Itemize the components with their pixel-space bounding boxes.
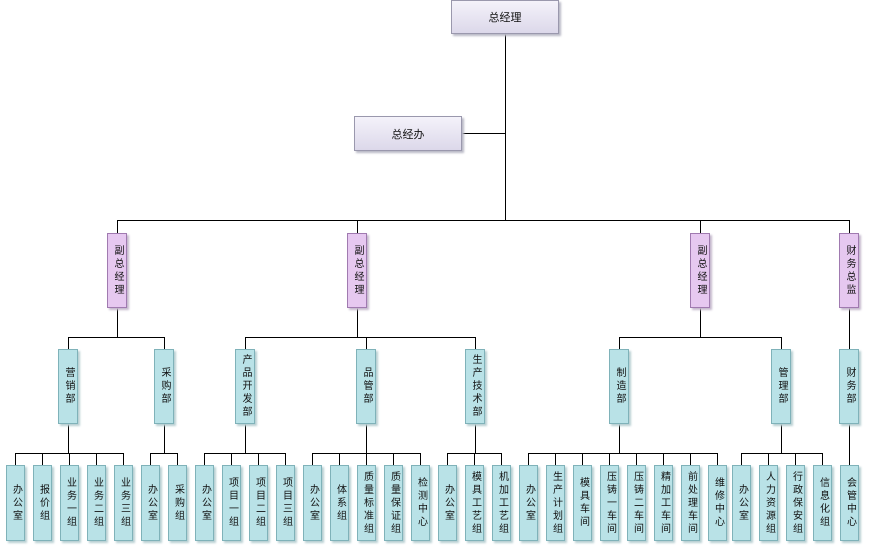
node-ceo: 总经理 (451, 0, 559, 34)
node-dev-office: 办公室 (195, 465, 214, 541)
node-vp-3: 副总经理 (690, 233, 710, 308)
node-vp-2: 副总经理 (347, 233, 367, 308)
node-mold-process-group: 模具工艺组 (465, 465, 484, 541)
node-machining-process-group: 机加工艺组 (492, 465, 511, 541)
node-quality-assurance-group: 质量保证组 (384, 465, 403, 541)
node-biz-group-1: 业务一组 (60, 465, 79, 541)
node-prod-tech-dept: 生产技术部 (465, 349, 485, 424)
node-biz-group-3: 业务三组 (114, 465, 133, 541)
node-repair-center: 维修中心 (708, 465, 727, 541)
node-casting-workshop-1: 压铸一车间 (600, 465, 619, 541)
node-finance-dept: 财务部 (839, 349, 859, 424)
node-purchase-group: 采购组 (168, 465, 187, 541)
node-it-group: 信息化组 (813, 465, 832, 541)
node-testing-center: 检测中心 (411, 465, 430, 541)
node-accounting-center: 会管中心 (840, 465, 859, 541)
node-casting-workshop-2: 压铸二车间 (627, 465, 646, 541)
node-admin-dept: 管理部 (771, 349, 791, 424)
node-qa-office: 办公室 (303, 465, 322, 541)
node-system-group: 体系组 (330, 465, 349, 541)
node-biz-group-2: 业务二组 (87, 465, 106, 541)
node-hr-group: 人力资源组 (759, 465, 778, 541)
node-admin-security-group: 行政保安组 (786, 465, 805, 541)
node-project-group-2: 项目二组 (249, 465, 268, 541)
node-mold-workshop: 模具车间 (573, 465, 592, 541)
node-cfo: 财务总监 (839, 233, 859, 308)
node-sales-dept: 营销部 (58, 349, 78, 424)
node-production-plan-group: 生产计划组 (546, 465, 565, 541)
node-project-group-1: 项目一组 (222, 465, 241, 541)
node-purchase-office: 办公室 (141, 465, 160, 541)
node-admin-office: 办公室 (732, 465, 751, 541)
node-pretreatment-workshop: 前处理车间 (681, 465, 700, 541)
node-general-office: 总经办 (354, 116, 462, 151)
node-product-dev-dept: 产品开发部 (235, 349, 255, 424)
node-project-group-3: 项目三组 (276, 465, 295, 541)
node-machining-workshop: 精加工车间 (654, 465, 673, 541)
node-tech-office: 办公室 (438, 465, 457, 541)
node-quality-std-group: 质量标准组 (357, 465, 376, 541)
node-sales-office: 办公室 (6, 465, 25, 541)
node-manufacturing-dept: 制造部 (609, 349, 629, 424)
node-mfg-office: 办公室 (519, 465, 538, 541)
node-purchase-dept: 采购部 (154, 349, 174, 424)
node-quality-dept: 品管部 (356, 349, 376, 424)
node-quote-group: 报价组 (33, 465, 52, 541)
node-vp-1: 副总经理 (107, 233, 127, 308)
